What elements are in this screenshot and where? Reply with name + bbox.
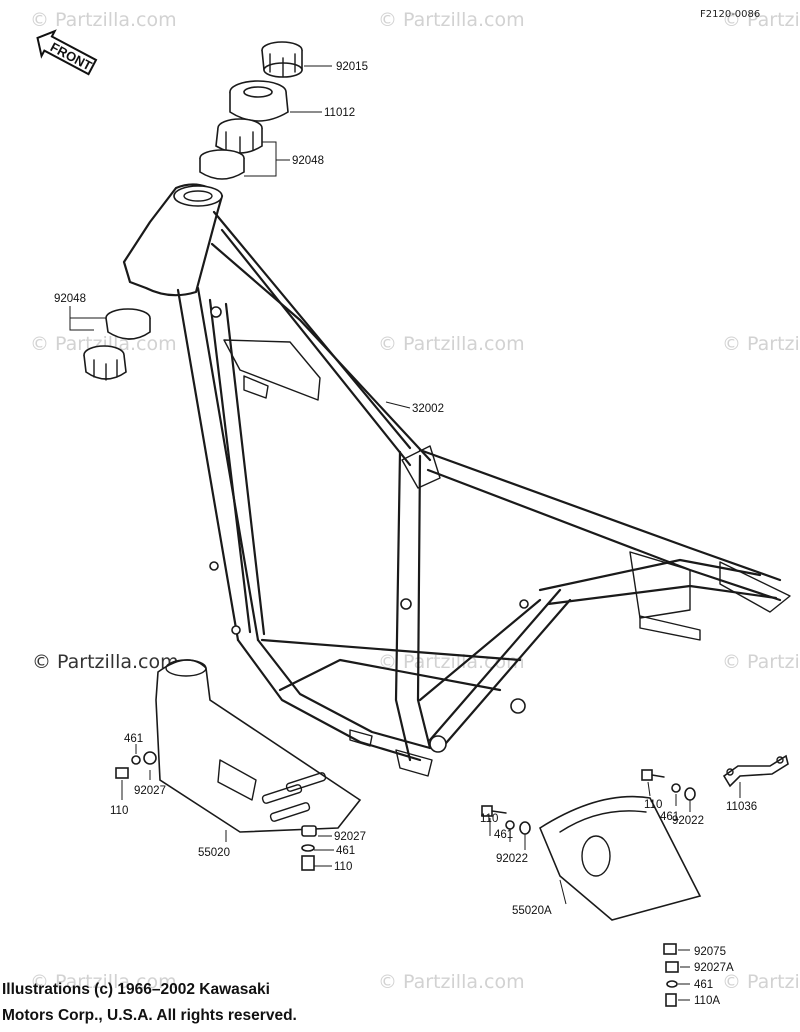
watermark-text: © Partzilla.com — [30, 333, 177, 355]
callout-92022-right: 92022 — [672, 815, 704, 827]
callout-110-left: 110 — [110, 805, 128, 817]
watermark-text: © Partzilla.com — [722, 333, 800, 355]
callout-55020A: 55020A — [512, 905, 552, 917]
callout-92027-left: 92027 — [134, 785, 166, 797]
skid-plate — [155, 659, 362, 833]
watermark-text: © Partzilla.com — [30, 971, 177, 993]
bearing-ball-lower — [83, 345, 127, 381]
callout-92048-left: 92048 — [54, 293, 86, 305]
copyright-line-2: Motors Corp., U.S.A. All rights reserved… — [2, 1007, 297, 1024]
callout-55020: 55020 — [198, 847, 230, 859]
callout-labels: 92015 11012 92048 92048 32002 461 92027 … — [54, 61, 757, 1007]
watermark-text: © Partzilla.com — [722, 651, 800, 673]
leader-lines — [69, 65, 741, 1001]
callout-92015: 92015 — [336, 61, 368, 73]
front-arrow-icon: FRONT — [36, 29, 98, 76]
callout-461-center: 461 — [494, 829, 513, 841]
callout-92022-center: 92022 — [496, 853, 528, 865]
watermark-text: © Partzilla.com — [378, 971, 525, 993]
hardware-right — [641, 769, 696, 801]
callout-92048-top: 92048 — [292, 155, 324, 167]
rear-skid-plate — [539, 795, 702, 921]
callout-461-left: 461 — [124, 733, 143, 745]
bracket — [722, 754, 789, 788]
callout-11012: 11012 — [324, 107, 355, 119]
watermark-text: © Partzilla.com — [722, 9, 800, 31]
callout-92075: 92075 — [694, 946, 726, 958]
callout-461-mid: 461 — [336, 845, 355, 857]
watermark-text: © Partzilla.com — [378, 333, 525, 355]
bearing-race-upper — [229, 80, 289, 122]
watermark-text: © Partzilla.com — [378, 9, 525, 31]
callout-461-right: 461 — [660, 811, 679, 823]
diagram-code: F2120-0086 — [700, 9, 760, 20]
callout-110-right: 110 — [644, 799, 662, 811]
watermark-layer: © Partzilla.com © Partzilla.com © Partzi… — [30, 9, 800, 993]
callout-110-mid: 110 — [334, 861, 352, 873]
watermark-main-text: © Partzilla.com — [32, 651, 179, 673]
bearing-cup-lower — [105, 308, 151, 340]
hardware-bottom — [663, 943, 679, 1007]
watermark-text: © Partzilla.com — [722, 971, 800, 993]
watermark-text: © Partzilla.com — [30, 9, 177, 31]
bearing-cup-upper — [199, 149, 245, 180]
callout-11036: 11036 — [726, 801, 757, 813]
steering-stem-nut — [261, 41, 303, 78]
callout-461-bottom: 461 — [694, 979, 713, 991]
callout-92027A: 92027A — [694, 962, 734, 974]
callout-32002: 32002 — [412, 403, 444, 415]
hardware-left — [115, 751, 317, 871]
copyright-line-1: Illustrations (c) 1966–2002 Kawasaki — [2, 981, 270, 998]
callout-110A: 110A — [694, 995, 720, 1007]
main-frame — [122, 183, 791, 777]
callout-92027-mid: 92027 — [334, 831, 366, 843]
callout-110-center: 110 — [480, 813, 498, 825]
